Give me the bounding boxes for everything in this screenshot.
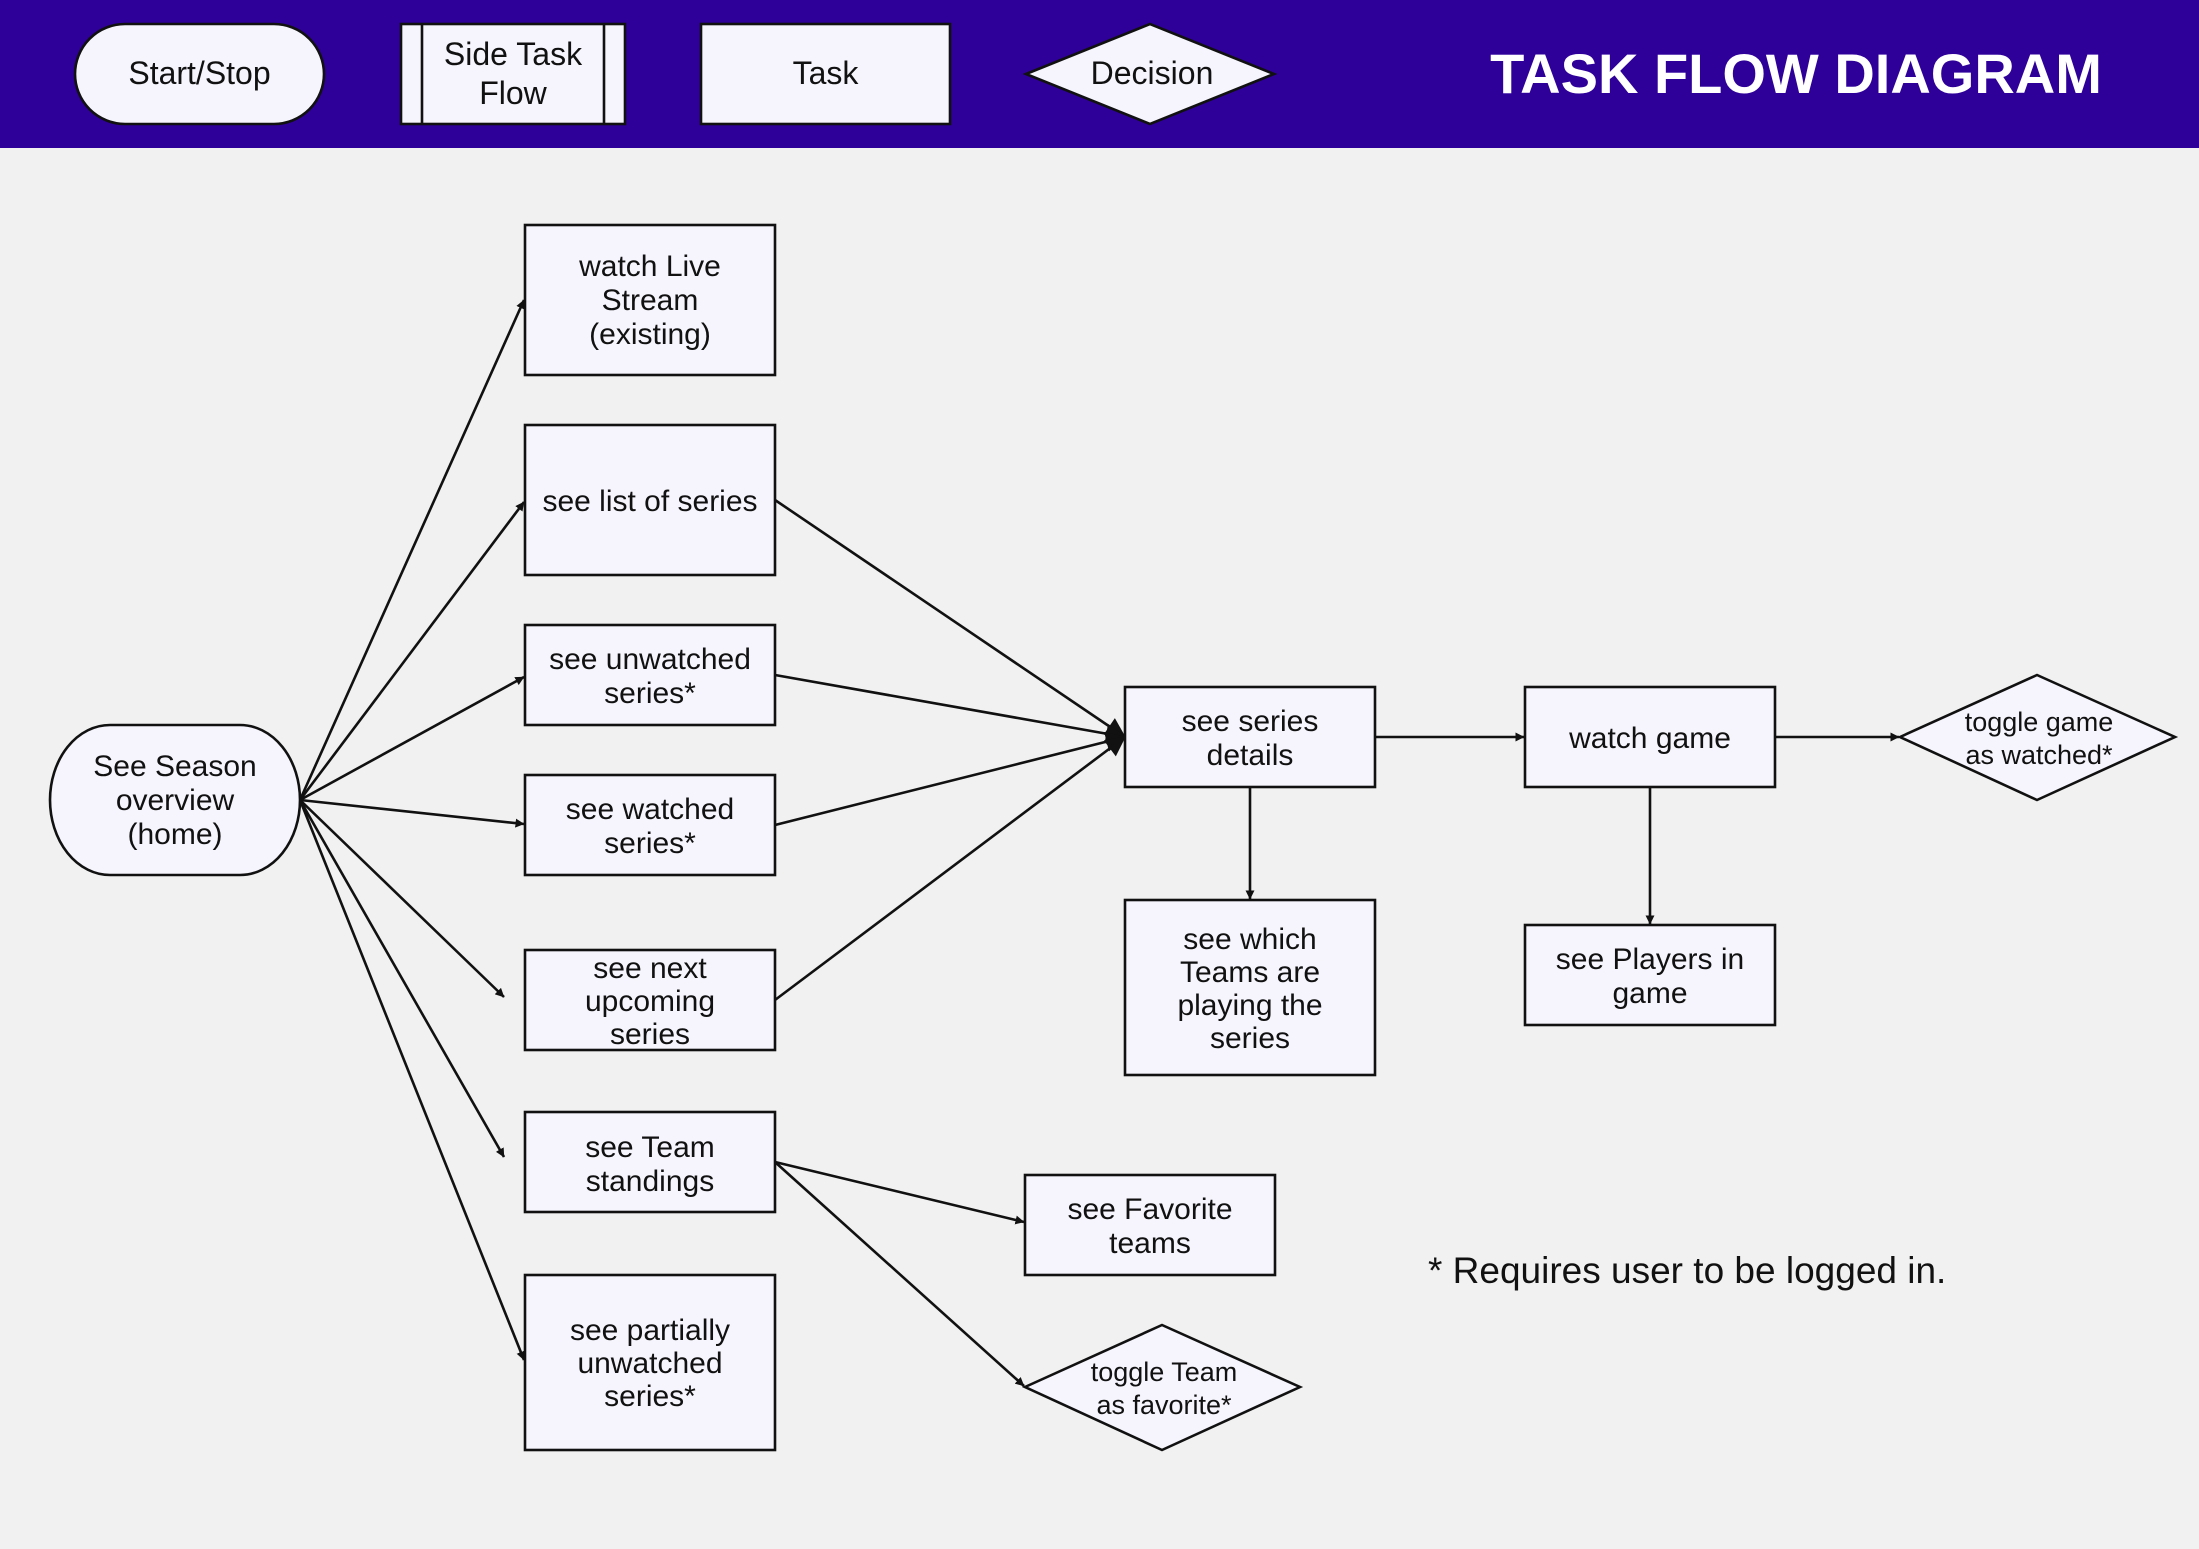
node-next-upcoming-line-1: see next [593,952,707,985]
node-unwatched-line-1: see unwatched [549,643,751,676]
edge-overview-to-live-stream [298,299,526,801]
node-favorite-teams-line-2: teams [1109,1227,1191,1260]
node-toggle-favorite-line-1: toggle Team [1091,1357,1238,1387]
node-next-upcoming-line-2: upcoming [585,985,715,1018]
node-next-upcoming: see next upcoming series [523,948,777,1052]
node-partially-unwatched-line-1: see partially [570,1314,730,1347]
legend-start-stop-label: Start/Stop [128,55,270,91]
node-teams-playing-line-4: series [1210,1022,1290,1055]
node-toggle-watched: toggle game as watched* [1896,673,2179,802]
node-live-stream: watch Live Stream (existing) [523,223,777,377]
node-season-overview-line-1: See Season [93,750,256,783]
diagram-canvas [0,148,2199,1549]
legend-decision-label: Decision [1091,55,1214,91]
node-season-overview-line-3: (home) [127,818,222,851]
legend: Start/Stop Side Task Flow Task Decision [73,22,1278,126]
node-list-series: see list of series [523,423,777,577]
node-live-stream-line-2: Stream [602,284,699,317]
nodes: See Season overview (home) watch Live St… [48,223,2179,1452]
node-team-standings-line-1: see Team [585,1131,715,1164]
node-watched-line-1: see watched [566,793,734,826]
node-series-details-line-1: see series [1182,705,1319,738]
edge-overview-to-team-standings [298,799,506,1158]
edges [298,299,1900,1387]
node-teams-playing-line-2: Teams are [1180,956,1320,989]
node-team-standings-line-2: standings [586,1165,714,1198]
node-toggle-favorite-line-2: as favorite* [1096,1390,1232,1420]
node-watch-game-line-1: watch game [1568,722,1731,755]
legend-task: Task [699,22,952,126]
page-title: TASK FLOW DIAGRAM [1490,42,2102,105]
node-unwatched-line-2: series* [604,677,696,710]
edge-list-series-to-series-details [774,498,1126,739]
node-toggle-watched-line-2: as watched* [1965,740,2113,770]
node-partially-unwatched-line-2: unwatched [577,1347,722,1380]
node-live-stream-line-3: (existing) [589,318,711,351]
node-series-details-line-2: details [1207,739,1294,772]
legend-side-task-label-1: Side Task [444,36,583,72]
edge-team-standings-to-favorite-teams [774,1160,1025,1225]
footnote: * Requires user to be logged in. [1428,1250,1946,1291]
node-partially-unwatched: see partially unwatched series* [523,1273,777,1452]
legend-start-stop: Start/Stop [73,22,326,126]
node-players-in-game-line-2: game [1612,977,1687,1010]
edge-overview-to-unwatched [299,675,525,802]
edge-team-standings-to-toggle-favorite [774,1161,1025,1387]
node-teams-playing-line-3: playing the [1177,989,1322,1022]
node-players-in-game-line-1: see Players in [1556,943,1744,976]
node-team-standings: see Team standings [523,1110,777,1214]
edge-overview-to-list-series [298,501,526,801]
node-live-stream-line-1: watch Live [578,250,721,283]
node-season-overview-line-2: overview [116,784,235,817]
edge-overview-to-partially-unwatched [298,799,526,1361]
edge-overview-to-next-upcoming [299,799,505,998]
legend-task-label: Task [793,55,860,91]
node-series-details: see series details [1123,685,1377,789]
node-season-overview: See Season overview (home) [48,723,302,877]
node-watched: see watched series* [523,773,777,877]
node-teams-playing-line-1: see which [1183,923,1316,956]
legend-decision: Decision [1022,22,1278,126]
node-toggle-watched-line-1: toggle game [1965,707,2114,737]
edge-next-upcoming-to-series-details [774,735,1126,1002]
node-favorite-teams: see Favorite teams [1023,1173,1277,1277]
edge-unwatched-to-series-details [774,673,1126,744]
legend-side-task-label-2: Flow [479,75,547,111]
node-watch-game: watch game [1523,685,1777,789]
node-watched-line-2: series* [604,827,696,860]
node-players-in-game: see Players in game [1523,923,1777,1027]
node-partially-unwatched-line-3: series* [604,1380,696,1413]
node-toggle-favorite: toggle Team as favorite* [1021,1323,1304,1452]
edge-overview-to-watched [299,798,525,828]
node-unwatched: see unwatched series* [523,623,777,727]
node-teams-playing: see which Teams are playing the series [1123,898,1377,1077]
edge-watched-to-series-details [774,731,1126,827]
legend-side-task-flow: Side Task Flow [399,22,627,126]
node-favorite-teams-line-1: see Favorite [1067,1193,1232,1226]
node-next-upcoming-line-3: series [610,1018,690,1051]
node-list-series-line-1: see list of series [542,485,757,518]
